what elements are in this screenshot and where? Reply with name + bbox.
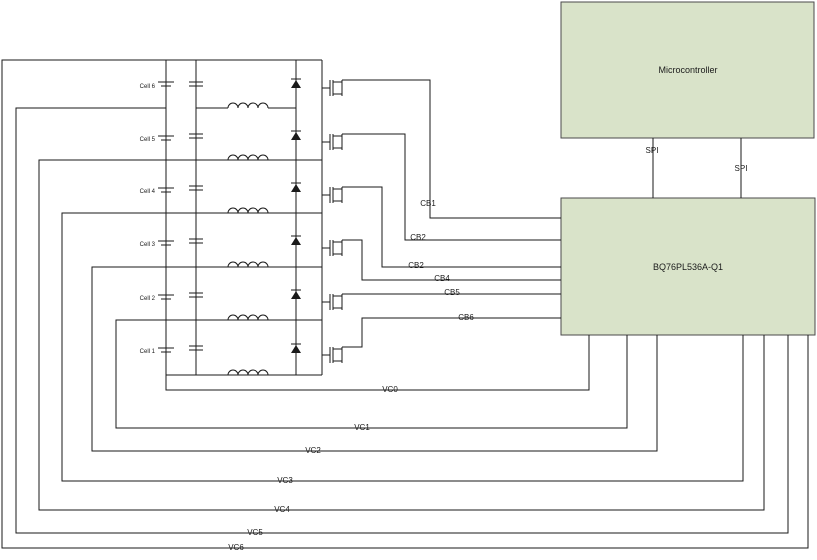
cb-lines <box>342 79 561 348</box>
cell-2-label: Cell 2 <box>140 296 156 302</box>
vc0-label: VC0 <box>382 385 398 394</box>
cell-5: Cell 5 <box>140 135 174 143</box>
inductor-symbols <box>196 102 296 376</box>
cell-4: Cell 4 <box>140 187 174 195</box>
cb5-label: CB5 <box>444 288 460 297</box>
bms-ic-block <box>560 197 816 336</box>
cell-node-lines <box>166 59 322 376</box>
vc5-label: VC5 <box>247 528 263 537</box>
cell-4-label: Cell 4 <box>140 189 156 195</box>
cb2-label-a: CB2 <box>410 233 426 242</box>
cb6-label: CB6 <box>458 313 474 322</box>
cell-3: Cell 3 <box>140 240 174 248</box>
cell-6: Cell 6 <box>140 81 174 90</box>
mosfet-symbols <box>322 80 343 363</box>
cell-5-label: Cell 5 <box>140 137 156 143</box>
spi-label-2: SPI <box>735 164 748 173</box>
vc-lines <box>1 59 809 549</box>
vc2-label: VC2 <box>305 446 321 455</box>
vc6-label: VC6 <box>228 543 244 552</box>
cell-2: Cell 2 <box>140 294 174 302</box>
cell-1: Cell 1 <box>140 347 174 355</box>
microcontroller-block <box>560 1 815 139</box>
capacitor-symbols <box>189 81 203 351</box>
spi-label-1: SPI <box>646 146 659 155</box>
cell-3-label: Cell 3 <box>140 242 156 248</box>
cb2-label-b: CB2 <box>408 261 424 270</box>
microcontroller-label: Microcontroller <box>658 65 717 75</box>
diode-symbols <box>291 78 301 353</box>
cell-6-label: Cell 6 <box>140 84 156 90</box>
cb4-label: CB4 <box>434 274 450 283</box>
vc4-label: VC4 <box>274 505 290 514</box>
bms-ic-label: BQ76PL536A-Q1 <box>653 262 723 272</box>
cell-1-label: Cell 1 <box>140 349 156 355</box>
vc3-label: VC3 <box>277 476 293 485</box>
cb1-label: CB1 <box>420 199 436 208</box>
vc1-label: VC1 <box>354 423 370 432</box>
